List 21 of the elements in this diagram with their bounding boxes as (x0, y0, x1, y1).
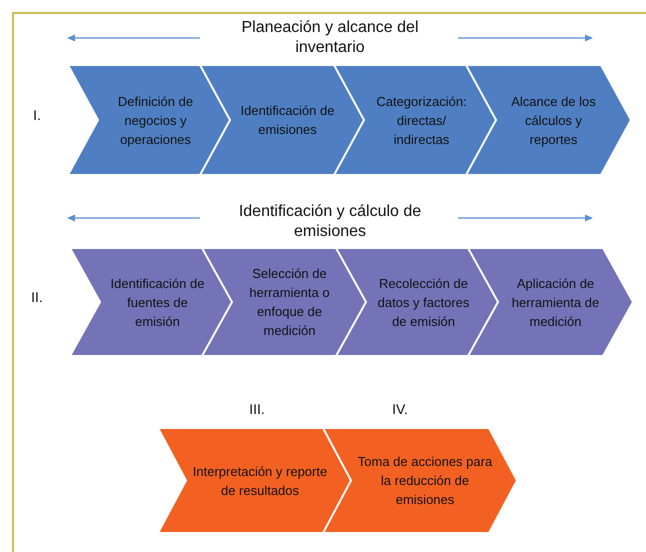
step-text: Recolección de datos y factores de emisión (376, 274, 470, 330)
step-text: Identificación de emisiones (240, 102, 336, 139)
step-text: Definición de negocios y operaciones (116, 92, 194, 148)
chevron-step (468, 248, 633, 356)
step-text: Aplicación de herramienta de medición (510, 274, 600, 330)
roman-numeral: IV. (391, 400, 409, 418)
chevron-step (158, 428, 352, 533)
step-text: Categorización: directas/ indirectas (375, 92, 468, 148)
section-heading: Identificación y cálculo de emisiones (238, 202, 422, 242)
step-text: Alcance de los cálculos y reportes (510, 92, 597, 148)
section-heading: Planeación y alcance del inventario (240, 18, 420, 58)
step-text: Toma de acciones para la reducción de emisiones (356, 453, 494, 509)
chevron-step (202, 248, 367, 356)
roman-numeral: II. (30, 288, 44, 306)
chevron-step (200, 65, 365, 175)
roman-numeral: I. (32, 106, 42, 124)
roman-numeral: III. (248, 400, 266, 418)
step-text: Interpretación y reporte de resultados (192, 462, 328, 500)
step-text: Selección de herramienta o enfoque de medición (248, 265, 331, 340)
chevron-step (466, 65, 631, 175)
step-text: Identificación de fuentes de emisión (110, 274, 206, 330)
